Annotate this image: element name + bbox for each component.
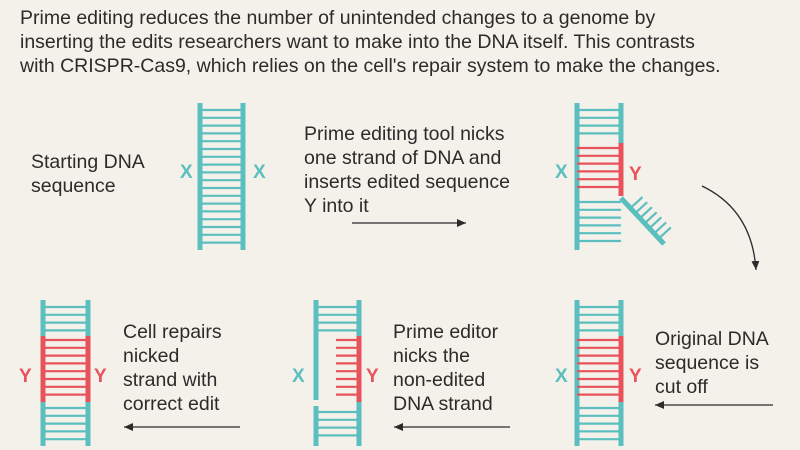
label-repair-line-2: nicked: [123, 345, 180, 367]
label-repair-line-4: correct edit: [123, 393, 220, 415]
letter-x-left-4: X: [292, 366, 305, 387]
intro-line-3: with CRISPR-Cas9, which relies on the ce…: [20, 55, 721, 77]
label-second-nick-line-3: non-edited: [393, 369, 486, 391]
label-nick-insert: Prime editing tool nicks one strand of D…: [304, 122, 510, 218]
letter-y-right-5: Y: [94, 366, 107, 387]
label-second-nick-line-4: DNA strand: [393, 393, 493, 415]
flap-base-pair: [634, 201, 648, 214]
intro-text: Prime editing reduces the number of unin…: [20, 6, 790, 78]
label-cut-off-line-1: Original DNA: [655, 328, 769, 350]
flap-base-pair: [658, 226, 672, 240]
letter-y-right-3: Y: [629, 366, 642, 387]
label-cut-off-line-3: cut off: [655, 376, 708, 398]
arrow-step-2: [701, 185, 760, 271]
label-nick-insert-line-1: Prime editing tool nicks: [304, 123, 505, 145]
flap-base-pair: [648, 216, 663, 230]
letter-y-right-4: Y: [366, 366, 379, 387]
intro-line-1: Prime editing reduces the number of unin…: [20, 7, 656, 29]
label-nick-insert-line-3: inserts edited sequence: [304, 171, 510, 193]
label-second-nick: Prime editor nicks the non-edited DNA st…: [393, 320, 498, 416]
letter-y-right-2: Y: [629, 164, 642, 185]
intro-line-2: inserting the edits researchers want to …: [20, 31, 695, 53]
label-nick-insert-line-2: one strand of DNA and: [304, 147, 502, 169]
letter-x-right-1: X: [253, 162, 266, 183]
letter-x-left-1: X: [180, 162, 193, 183]
flap-base-pair: [629, 196, 644, 209]
letter-x-left-3: X: [555, 366, 568, 387]
label-starting-dna: Starting DNA sequence: [31, 150, 145, 198]
label-repair-line-3: strand with: [123, 369, 218, 391]
label-starting-dna-line-2: sequence: [31, 175, 116, 197]
label-second-nick-line-2: nicks the: [393, 345, 470, 367]
flap-base-pair: [643, 211, 658, 225]
flap-base-pair: [653, 221, 667, 235]
label-repair-line-1: Cell repairs: [123, 321, 222, 343]
label-second-nick-line-1: Prime editor: [393, 321, 499, 343]
label-starting-dna-line-1: Starting DNA: [31, 151, 145, 173]
label-nick-insert-line-4: Y into it: [304, 195, 369, 217]
label-cut-off: Original DNA sequence is cut off: [655, 327, 769, 399]
displaced-flap-strand: [619, 196, 666, 246]
letter-y-left-5: Y: [19, 366, 32, 387]
label-repair: Cell repairs nicked strand with correct …: [123, 320, 222, 416]
flap-base-pair: [639, 206, 653, 220]
label-cut-off-line-2: sequence is: [655, 352, 760, 374]
letter-x-left-2: X: [555, 162, 568, 183]
